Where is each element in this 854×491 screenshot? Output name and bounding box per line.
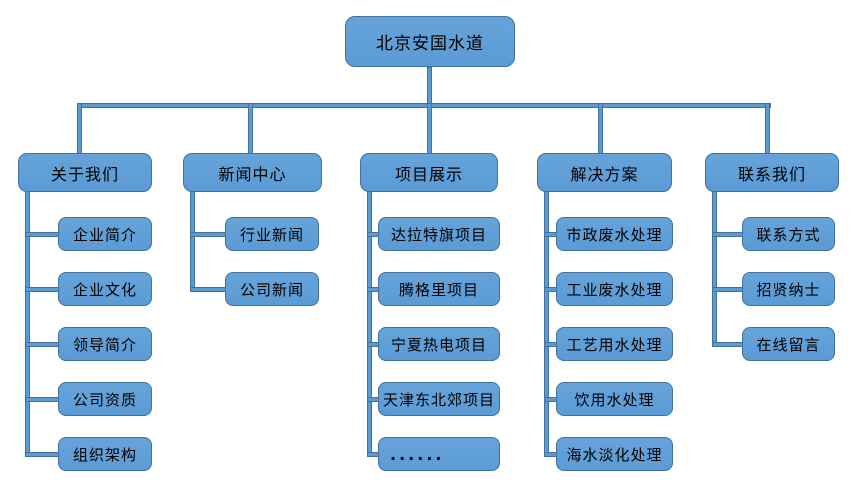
branch-node-contact-us: 联系我们 <box>705 153 839 192</box>
child-spine-line <box>712 191 717 346</box>
child-stub-line <box>712 287 744 292</box>
child-node-projects-4: ...... <box>378 437 500 471</box>
child-stub-line <box>25 452 60 457</box>
child-spine-line <box>25 191 30 456</box>
child-node-about-us-0: 企业简介 <box>58 217 152 251</box>
branch-drop-line <box>77 103 82 155</box>
child-node-contact-us-2: 在线留言 <box>742 327 835 361</box>
child-node-about-us-1: 企业文化 <box>58 272 152 306</box>
branch-node-projects: 项目展示 <box>360 153 498 192</box>
child-node-solutions-2: 工艺用水处理 <box>556 327 673 361</box>
child-stub-line <box>25 342 60 347</box>
child-node-projects-3: 天津东北郊项目 <box>378 382 500 416</box>
child-node-solutions-4: 海水淡化处理 <box>556 437 673 471</box>
child-spine-line <box>367 191 372 456</box>
child-node-solutions-3: 饮用水处理 <box>556 382 673 416</box>
child-node-about-us-2: 领导简介 <box>58 327 152 361</box>
child-node-contact-us-0: 联系方式 <box>742 217 835 251</box>
child-stub-line <box>712 342 744 347</box>
child-node-news-center-1: 公司新闻 <box>225 272 319 306</box>
child-node-about-us-4: 组织架构 <box>58 437 152 471</box>
child-node-contact-us-1: 招贤纳士 <box>742 272 835 306</box>
child-spine-line <box>544 191 549 456</box>
root-node: 北京安国水道 <box>345 16 515 67</box>
child-stub-line <box>25 287 60 292</box>
branch-node-news-center: 新闻中心 <box>183 153 322 192</box>
child-node-solutions-0: 市政废水处理 <box>556 217 673 251</box>
child-node-projects-1: 腾格里项目 <box>378 272 500 306</box>
branch-node-solutions: 解决方案 <box>537 153 672 192</box>
child-node-about-us-3: 公司资质 <box>58 382 152 416</box>
branch-node-about-us: 关于我们 <box>18 153 152 192</box>
child-stub-line <box>25 397 60 402</box>
child-node-solutions-1: 工业废水处理 <box>556 272 673 306</box>
branch-drop-line <box>248 103 253 155</box>
bus-line <box>77 103 771 108</box>
child-node-news-center-0: 行业新闻 <box>225 217 319 251</box>
child-spine-line <box>190 191 195 291</box>
child-stub-line <box>190 232 227 237</box>
child-node-projects-2: 宁夏热电项目 <box>378 327 500 361</box>
branch-drop-line <box>598 103 603 155</box>
child-node-projects-0: 达拉特旗项目 <box>378 217 500 251</box>
child-stub-line <box>190 287 227 292</box>
child-stub-line <box>25 232 60 237</box>
branch-drop-line <box>427 103 432 155</box>
child-stub-line <box>712 232 744 237</box>
branch-drop-line <box>765 103 770 155</box>
